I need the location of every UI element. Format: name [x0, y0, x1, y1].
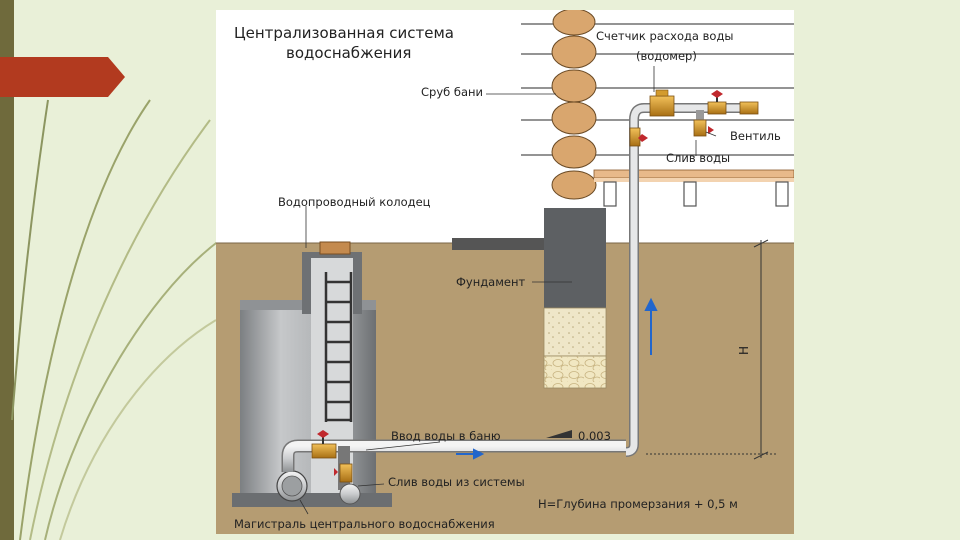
water-pipe — [281, 103, 756, 505]
foundation — [452, 208, 607, 389]
sauna-frame-label: Сруб бани — [421, 85, 483, 99]
left-accent-bar — [0, 0, 14, 540]
depth-dimension — [646, 239, 776, 460]
drain-label: Слив воды — [666, 151, 730, 165]
depth-note: H=Глубина промерзания + 0,5 м — [538, 497, 738, 511]
slope-label: 0.003 — [578, 429, 611, 443]
valve-label: Вентиль — [730, 129, 781, 143]
slope-icon — [546, 430, 572, 438]
flow-arrows — [456, 297, 658, 460]
title-line-2: водоснабжения — [286, 44, 411, 62]
main-line-label: Магистраль центрального водоснабжения — [234, 517, 495, 531]
meter-label-2: (водомер) — [636, 49, 697, 63]
title-line-1: Централизованная система — [234, 24, 454, 42]
sauna-log-frame — [521, 10, 794, 207]
foundation-label: Фундамент — [456, 275, 525, 289]
water-supply-diagram: Централизованная система водоснабжения С… — [216, 10, 794, 534]
valves-and-meter — [311, 89, 759, 483]
system-drain-label: Слив воды из системы — [388, 475, 525, 489]
well-label: Водопроводный колодец — [278, 195, 431, 209]
leader-lines — [299, 66, 717, 515]
depth-symbol: H — [737, 346, 751, 355]
red-arrow-icon — [0, 57, 125, 97]
inlet-label: Ввод воды в баню — [391, 429, 501, 443]
meter-label-1: Счетчик расхода воды — [596, 29, 733, 43]
